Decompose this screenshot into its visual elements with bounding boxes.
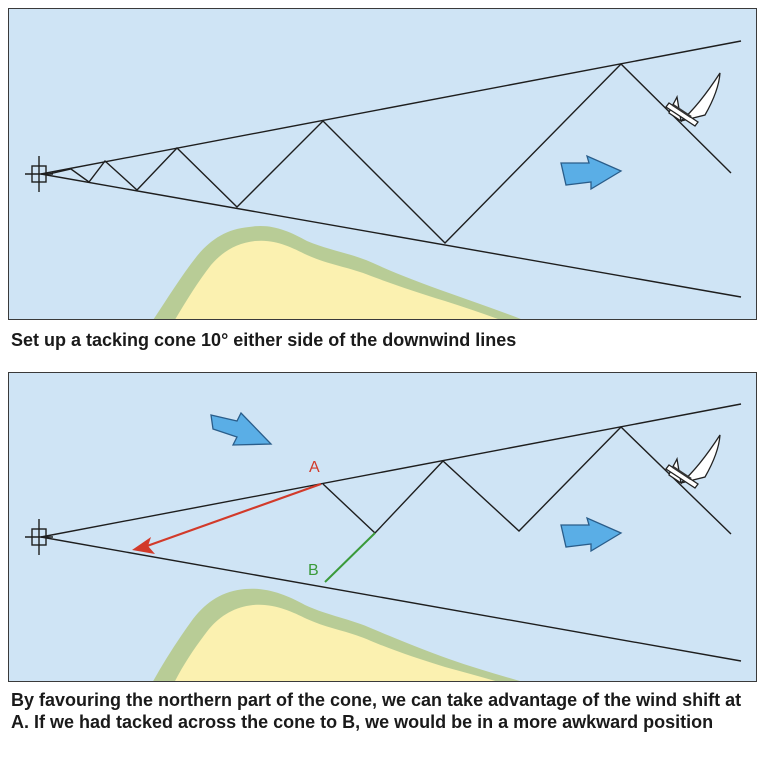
- cone-upper-line: [40, 40, 742, 175]
- point-a-label: A: [309, 459, 320, 476]
- island: [153, 226, 521, 319]
- island: [153, 588, 520, 681]
- shifted-route-from-a: [146, 482, 322, 548]
- cone-upper-line: [40, 403, 742, 538]
- buoy-mark-icon: [25, 156, 53, 192]
- cone-lower-line: [40, 536, 742, 662]
- island-land: [175, 604, 496, 681]
- crossing-route-to-b: [324, 532, 376, 583]
- point-b-label: B: [308, 562, 319, 579]
- wind-arrow-icon: [560, 516, 623, 553]
- panel-1-drawing: [25, 40, 742, 319]
- tacking-route: [48, 63, 732, 244]
- panel-2-drawing: A B: [25, 403, 742, 681]
- wind-arrow-icon: [210, 411, 273, 446]
- tacking-route: [322, 426, 732, 535]
- caption-panel-1: Set up a tacking cone 10° either side of…: [11, 330, 517, 350]
- red-arrowhead-icon: [132, 537, 155, 554]
- sailboat-icon: [665, 434, 721, 489]
- buoy-mark-icon: [25, 519, 53, 555]
- island-land: [175, 240, 498, 319]
- diagram-panel-wind-shift: A B: [8, 372, 757, 682]
- cone-lower-line: [40, 173, 742, 298]
- wind-arrow-icon: [560, 154, 623, 191]
- diagram-panel-tacking-cone: [8, 8, 757, 320]
- caption-panel-2: By favouring the northern part of the co…: [11, 690, 742, 732]
- sailboat-icon: [665, 72, 721, 127]
